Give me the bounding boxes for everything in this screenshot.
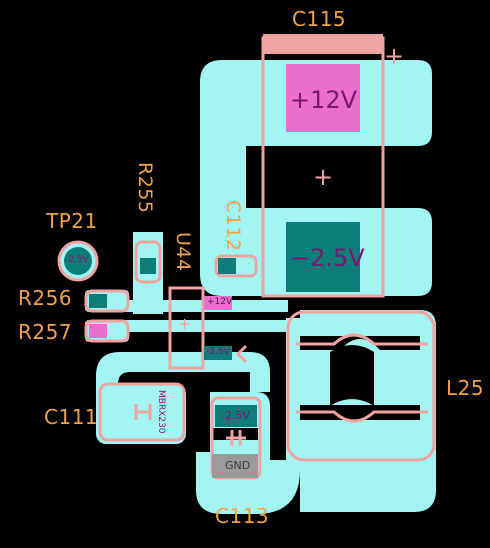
u44-outline <box>168 286 205 370</box>
label-r256: R256 <box>18 286 73 310</box>
pad-layer <box>64 64 360 478</box>
tp21-ring <box>57 240 99 282</box>
net-c111-part: MBRX230 <box>156 390 166 434</box>
c113-gap <box>212 428 258 440</box>
l25-outline <box>286 310 436 462</box>
r257-pad-2 <box>109 324 125 338</box>
c112-outline <box>214 254 258 278</box>
copper-trace-r2 <box>110 320 288 332</box>
l25-inner-clearance-2 <box>300 405 420 420</box>
label-l25: L25 <box>446 376 485 400</box>
c115-header-bar <box>263 34 383 54</box>
net-u44-plus12: +12V <box>207 297 233 307</box>
copper-pour-c-shape <box>200 60 432 296</box>
r257-outline <box>84 319 130 343</box>
label-c115: C115 <box>292 7 347 31</box>
net-tp21: -2.5V <box>65 255 89 265</box>
l25-winding-top <box>296 333 428 346</box>
l25-inner-clearance <box>300 336 420 350</box>
r256-outline <box>84 289 130 313</box>
r255-outline <box>134 240 162 284</box>
c113-pad-top <box>215 405 257 427</box>
r256-pad-1 <box>89 294 107 308</box>
tp21-pad <box>64 247 92 275</box>
copper-clearance <box>212 336 420 440</box>
net-c113-gnd: GND <box>225 459 251 472</box>
u44-orientation-chevron <box>235 344 248 364</box>
c112-pad-2 <box>238 258 254 274</box>
label-c112: C112 <box>222 200 244 252</box>
label-r257: R257 <box>18 320 73 344</box>
c113-cap-symbol <box>226 430 246 446</box>
r255-pad <box>140 258 156 274</box>
c111-cap-symbol <box>134 404 152 420</box>
net-plus12v: +12V <box>290 86 358 114</box>
c111-outline <box>98 382 186 442</box>
copper-pour-lower-left <box>96 352 270 430</box>
label-c113: C113 <box>215 504 270 528</box>
c112-pad-1 <box>218 258 236 274</box>
c115-pad-negative <box>286 222 360 292</box>
net-u44-minus: -2.5V <box>206 347 230 357</box>
c113-pad-gnd <box>212 454 258 478</box>
u44-pad-plus12 <box>204 296 232 310</box>
r257-pad-1 <box>89 324 107 338</box>
label-r255: R255 <box>134 162 156 214</box>
copper-trace-r <box>110 300 288 312</box>
u44-pin1-mark: + <box>178 314 192 333</box>
copper-pad-c111-area <box>96 384 186 444</box>
label-tp21: TP21 <box>46 209 98 233</box>
c115-plus-corner-mark: + <box>384 42 405 70</box>
l25-arc-clearance <box>330 345 374 406</box>
l25-winding-bottom <box>296 410 428 423</box>
net-minus2v5: −2.5V <box>290 244 365 272</box>
c115-plus-center-mark: + <box>313 163 334 191</box>
net-c113-top: -2.5V <box>221 409 250 422</box>
label-u44: U44 <box>172 232 194 272</box>
c115-pad-positive <box>286 64 360 132</box>
label-c111: C111 <box>44 405 99 429</box>
u44-pad-minus <box>204 346 232 360</box>
r256-pad-2 <box>109 294 125 308</box>
